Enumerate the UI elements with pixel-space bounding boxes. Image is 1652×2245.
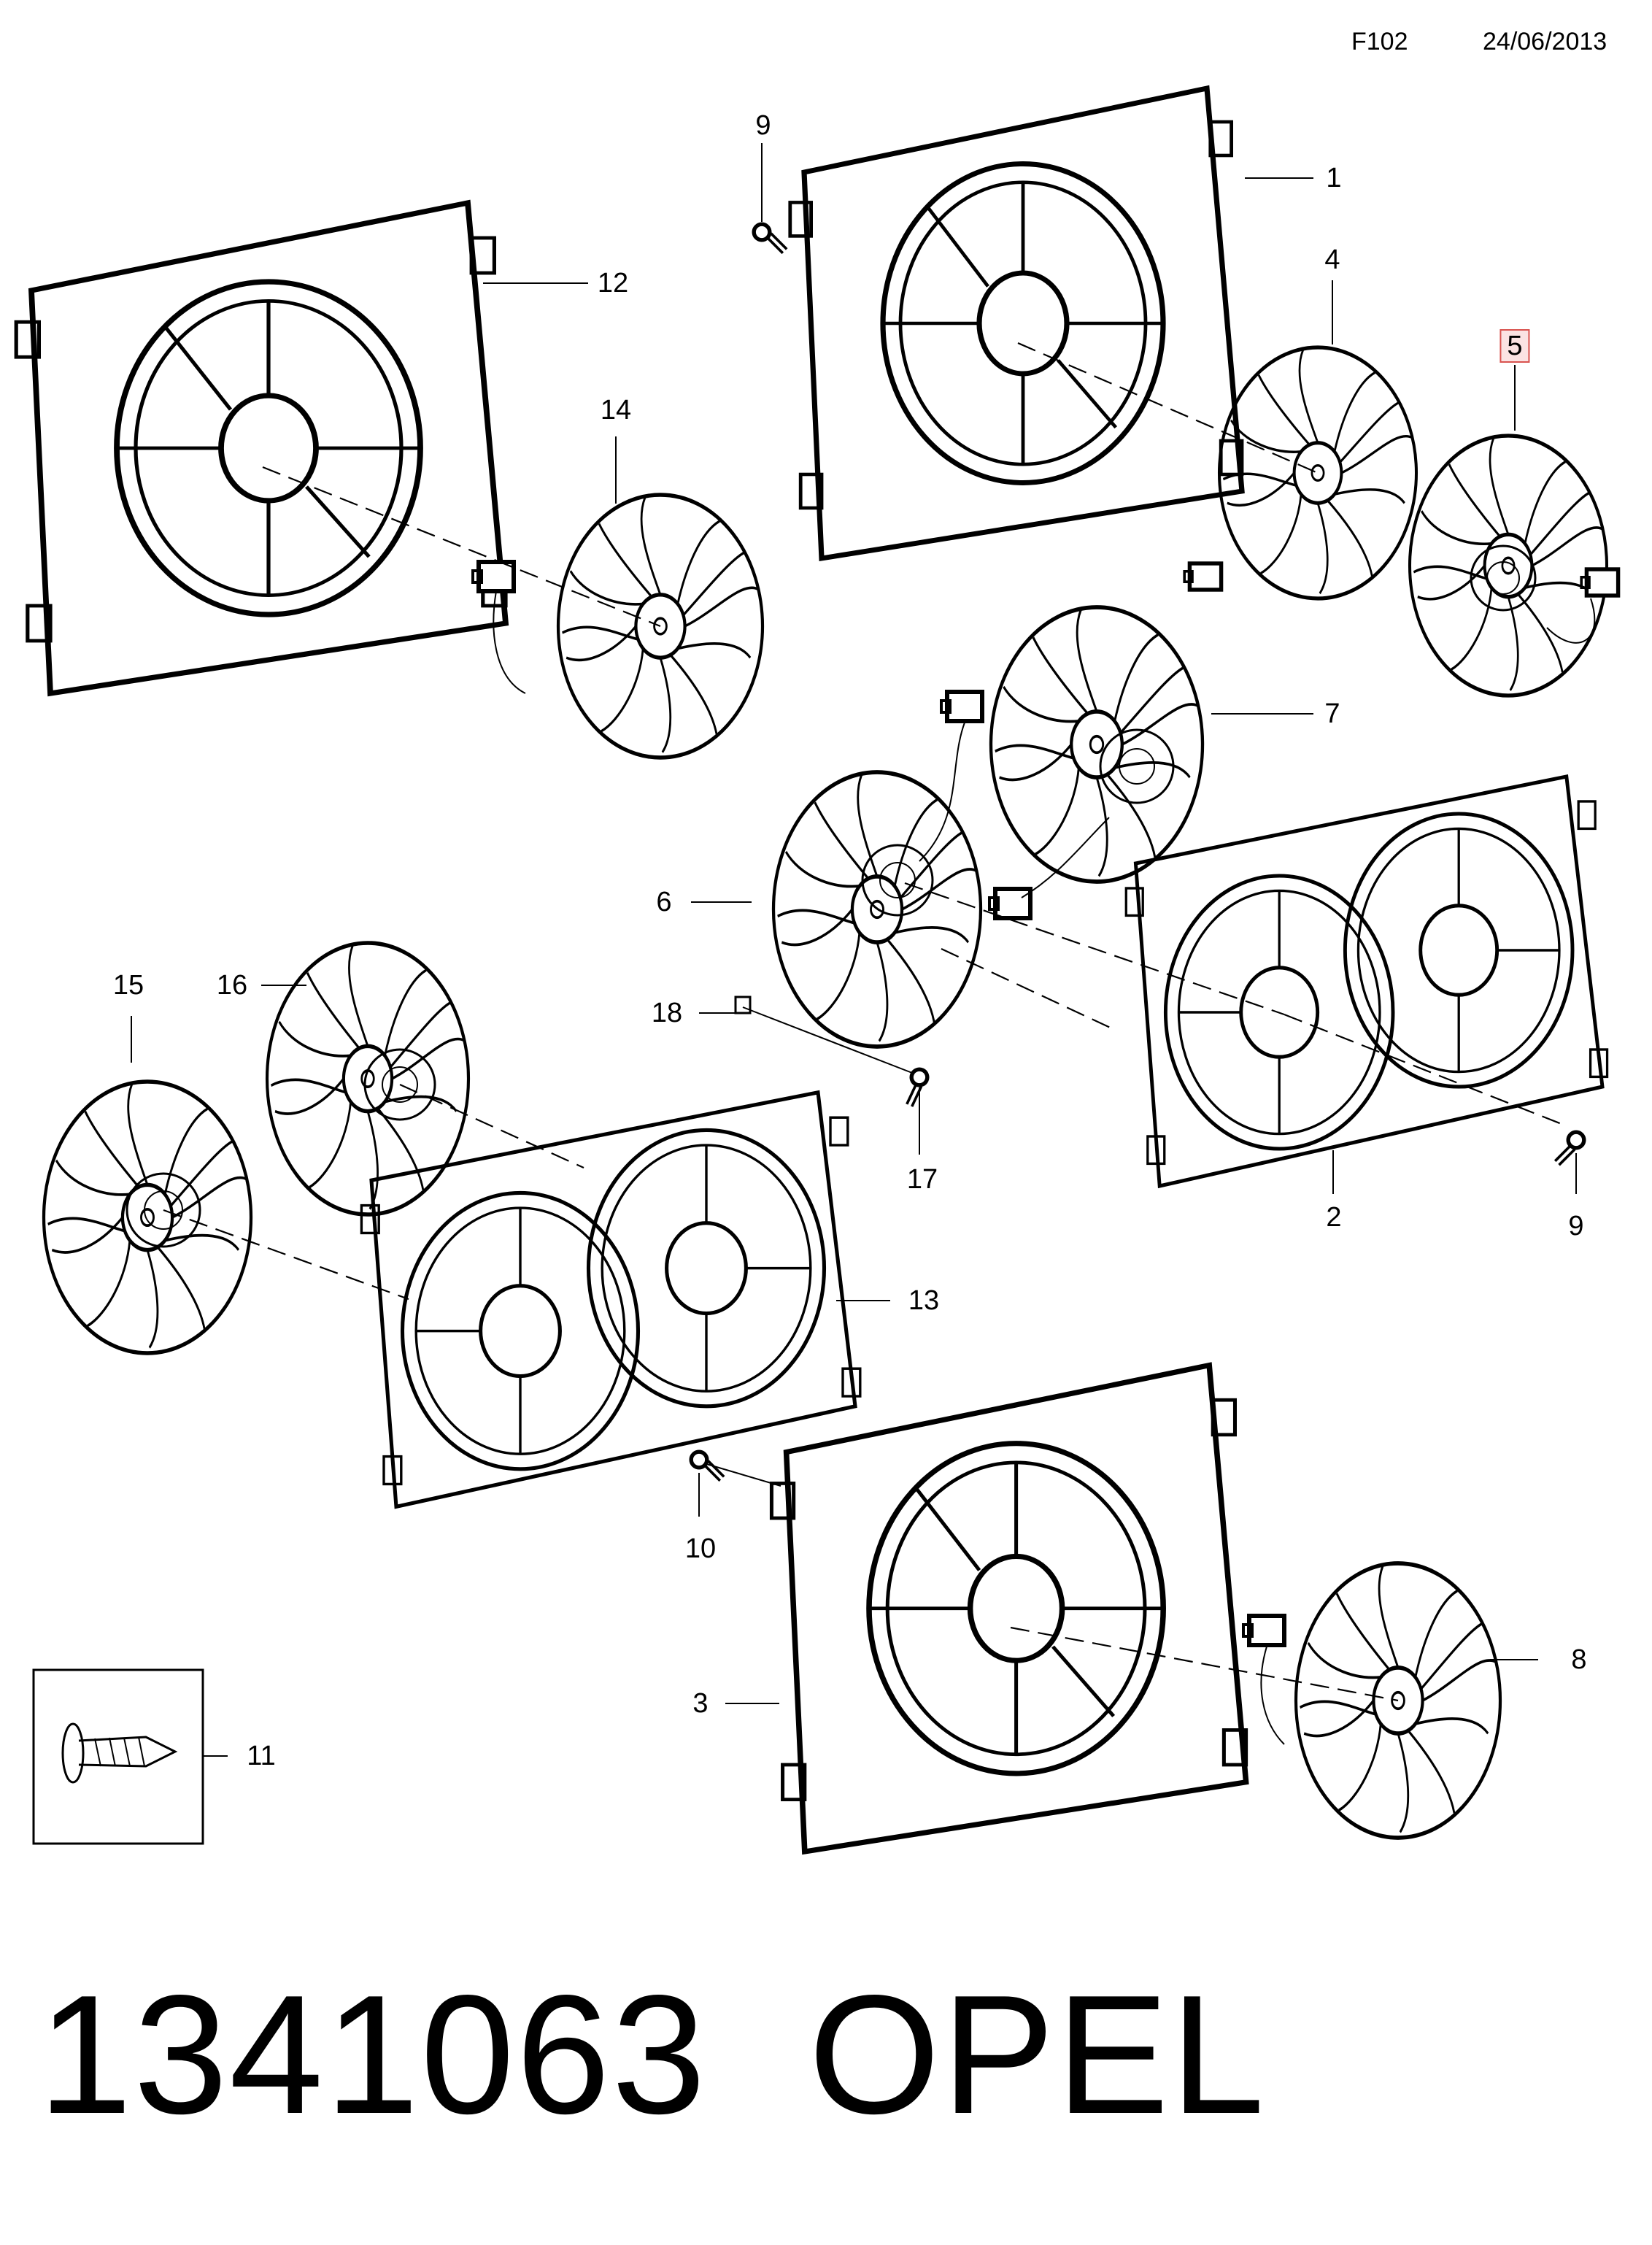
callout-7: 7 — [1324, 698, 1340, 729]
callout-18: 18 — [651, 998, 683, 1028]
fan-shroud-2 — [1126, 777, 1607, 1186]
fan-7 — [989, 607, 1203, 918]
fan-8 — [1243, 1563, 1500, 1838]
fan-shroud-3 — [771, 1366, 1246, 1852]
callout-3: 3 — [692, 1688, 709, 1719]
fan-4 — [1184, 347, 1416, 598]
callout-9-right: 9 — [1568, 1211, 1584, 1241]
bolt-9-top — [754, 224, 787, 253]
callout-2: 2 — [1326, 1202, 1342, 1233]
fan-14-connector — [473, 562, 526, 694]
clip-18 — [734, 996, 752, 1014]
fan-shroud-13 — [361, 1093, 860, 1507]
callout-4: 4 — [1324, 244, 1340, 275]
fan-shroud-12 — [16, 203, 506, 693]
brand-name: OPEL — [808, 1960, 1266, 2149]
fan-shroud-1 — [790, 88, 1242, 558]
bolt-9-right — [1555, 1132, 1584, 1165]
callout-16: 16 — [216, 970, 248, 1001]
fan-16 — [267, 943, 468, 1214]
screw-11-inset — [32, 1668, 204, 1845]
callout-8: 8 — [1571, 1644, 1587, 1675]
fan-6 — [773, 692, 982, 1047]
fan-5 — [1410, 436, 1618, 696]
figure-date: 24/06/2013 — [1483, 28, 1607, 55]
part-number: 1341063 — [38, 1960, 708, 2149]
figure-code: F102 — [1351, 28, 1408, 55]
callout-12: 12 — [597, 268, 629, 299]
fan-15 — [44, 1082, 251, 1353]
leader-lines — [131, 143, 1577, 1757]
callout-15: 15 — [112, 970, 144, 1001]
callout-13: 13 — [908, 1285, 940, 1316]
callout-9-top: 9 — [755, 110, 771, 141]
bolt-10 — [691, 1452, 724, 1481]
callout-6: 6 — [656, 887, 672, 917]
callout-10: 10 — [684, 1533, 717, 1564]
callout-11: 11 — [247, 1741, 276, 1771]
bolt-17 — [897, 1067, 935, 1108]
callout-5: 5 — [1499, 329, 1530, 363]
callout-17: 17 — [906, 1164, 938, 1195]
callout-1: 1 — [1326, 163, 1342, 193]
callout-14: 14 — [600, 395, 632, 425]
